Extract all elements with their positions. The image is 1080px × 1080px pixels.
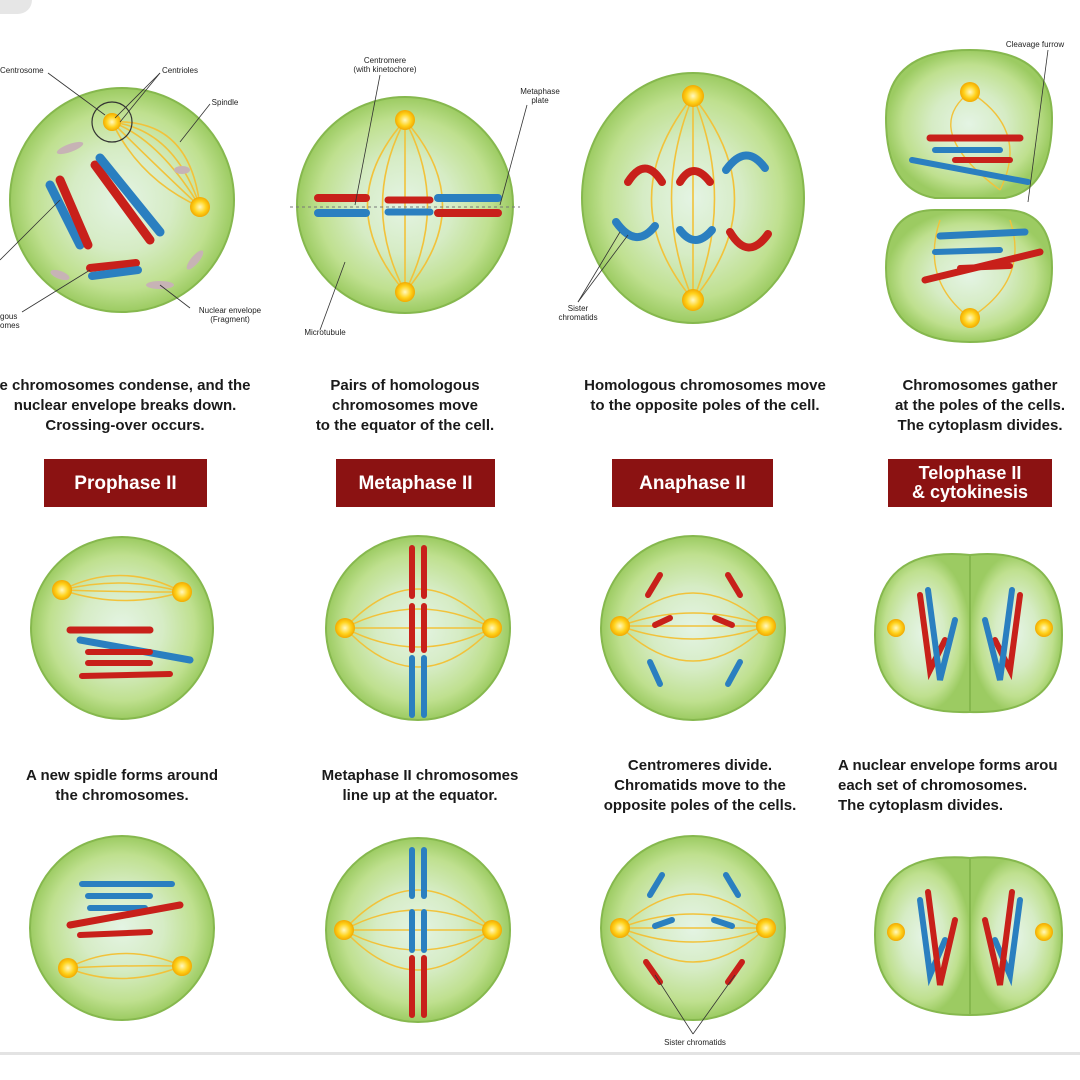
cell-metaphase-1 [290, 74, 528, 331]
spindle-fibers [61, 574, 183, 602]
centrosome-icon [482, 618, 502, 638]
chromosomes [917, 587, 1023, 681]
spindle-fibers [111, 121, 201, 208]
centrosome-icon [610, 918, 630, 938]
label-centrioles: Centrioles [161, 66, 198, 75]
spindle-fibers [343, 889, 493, 971]
description-anaphase-2: Centromeres divide. Chromatids move to t… [603, 757, 797, 814]
chromosomes [409, 847, 427, 1018]
centrosome-icon [58, 958, 78, 978]
cell-prophase-2-b [29, 835, 215, 1021]
centrosome-icon [960, 82, 980, 102]
label-homologous: gous omes [0, 312, 20, 330]
centrosome-icon [1035, 923, 1053, 941]
description-telophase-1: Chromosomes gather at the poles of the c… [894, 377, 1066, 434]
centrosome-icon [172, 582, 192, 602]
cell-anaphase-2-a [600, 535, 786, 721]
centrosome-icon [887, 619, 905, 637]
cell-metaphase-2-b [325, 837, 511, 1023]
bottom-divider [0, 1052, 1080, 1055]
label-leader-line [1027, 49, 1049, 203]
spindle-fibers [344, 588, 493, 668]
cell-prophase-1 [0, 72, 235, 313]
centrosome-icon [334, 920, 354, 940]
centrosome-icon [1035, 619, 1053, 637]
label-leader-lines [0, 72, 211, 313]
centrosome-icon [756, 616, 776, 636]
chromosomes [645, 572, 743, 687]
cell-anaphase-2-b [600, 835, 786, 1035]
chromosomes [909, 134, 1044, 284]
chromosomes [612, 151, 772, 252]
label-microtubule: Microtubule [304, 328, 346, 337]
label-spindle: Spindle [211, 98, 239, 107]
centrosome-icon [335, 618, 355, 638]
description-prophase-2: A new spidle forms around the chromosome… [26, 767, 218, 804]
spindle-fibers [366, 119, 444, 293]
centrosome-icon [103, 113, 121, 131]
phase-banner-telophase-2: Telophase II & cytokinesis [888, 459, 1052, 507]
spindle-fibers [650, 95, 736, 301]
description-metaphase-1: Pairs of homologous chromosomes move to … [315, 377, 495, 434]
centrosome-icon [395, 282, 415, 302]
phase-banner-metaphase-2: Metaphase II [336, 459, 495, 507]
corner-shadow [0, 0, 32, 14]
cell-telophase-1 [884, 48, 1054, 344]
cell-telophase-2-b [873, 856, 1064, 1017]
label-metaphase-plate: Metaphase plate [520, 87, 560, 105]
chromosomes [66, 626, 194, 679]
centrosome-icon [190, 197, 210, 217]
cell-anaphase-1 [577, 72, 805, 324]
spindle-fibers [67, 952, 183, 980]
cell-prophase-2-a [30, 536, 214, 720]
centrosome-icon [756, 918, 776, 938]
description-anaphase-1: Homologous chromosomes move to the oppos… [584, 377, 826, 414]
label-sister-chromatids: Sister chromatids [558, 304, 598, 322]
label-nuclear-envelope: Nuclear envelope (Fragment) [198, 306, 262, 324]
chromosomes [45, 153, 165, 280]
centrosome-icon [682, 85, 704, 107]
label-sister-chromatids-bottom: Sister chromatids [664, 1038, 726, 1047]
label-leader-lines [319, 74, 528, 331]
centrosome-icon [610, 616, 630, 636]
label-cleavage-furrow: Cleavage furrow [1005, 40, 1065, 49]
spindle-fibers [619, 592, 767, 662]
spindle-fibers [619, 893, 767, 963]
phase-banner-prophase-2: Prophase II [44, 459, 207, 507]
label-leader-lines [577, 231, 629, 303]
cell-metaphase-2-a [325, 535, 511, 721]
description-prophase-1: e chromosomes condense, and the nuclear … [0, 377, 251, 434]
label-leader-lines [654, 974, 736, 1035]
centrosome-icon [682, 289, 704, 311]
cell-telophase-2-a [873, 553, 1064, 714]
chromosomes [66, 881, 184, 938]
phase-banner-anaphase-2: Anaphase II [612, 459, 773, 507]
centrosome-icon [52, 580, 72, 600]
chromosomes [409, 545, 427, 718]
centrosome-icon [172, 956, 192, 976]
chromosomes [314, 194, 502, 217]
chromosomes [917, 889, 1023, 987]
description-metaphase-2: Metaphase II chromosomes line up at the … [321, 767, 519, 804]
description-telophase-2: A nuclear envelope forms arou each set o… [838, 757, 1058, 814]
centrosome-icon [887, 923, 905, 941]
label-centromere: Centromere (with kinetochore) [353, 56, 417, 74]
centrosome-icon [960, 308, 980, 328]
centrosome-icon [482, 920, 502, 940]
label-centrosome: Centrosome [0, 66, 44, 75]
centrosome-icon [395, 110, 415, 130]
